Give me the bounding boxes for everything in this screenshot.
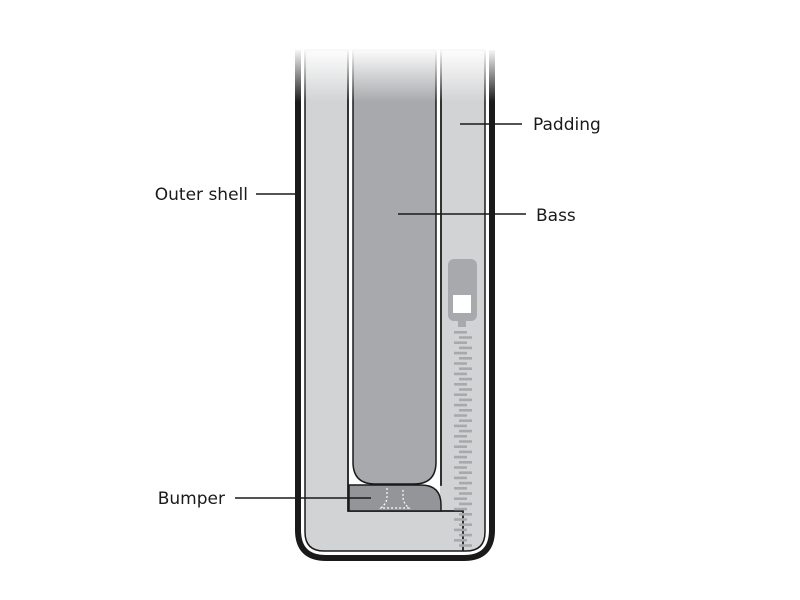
zipper-tooth [459, 471, 472, 474]
zipper-tooth [454, 331, 467, 334]
zipper-tooth [454, 497, 467, 500]
zipper-tooth [454, 403, 467, 407]
zipper-tooth [459, 513, 472, 516]
bass-body [352, 49, 437, 485]
zipper-tooth [454, 507, 467, 511]
bumper [348, 484, 442, 512]
zipper-tooth [459, 388, 472, 391]
zipper-tooth [459, 440, 472, 443]
zipper-tooth [454, 466, 467, 469]
zipper-tooth [454, 476, 467, 480]
outer-shell [295, 50, 495, 561]
bumper-label: Bumper [158, 489, 225, 509]
zipper-tooth [454, 341, 467, 344]
zipper-tooth [459, 419, 472, 422]
zipper-tooth [454, 372, 467, 376]
zipper-tooth [454, 414, 467, 417]
top-fade [290, 48, 500, 102]
zipper-tooth [454, 518, 467, 521]
zipper-tooth [459, 377, 472, 381]
zipper-tooth [459, 533, 472, 537]
zipper-pull-window [453, 295, 471, 313]
zipper-tooth [459, 502, 472, 506]
zipper-tooth [459, 346, 472, 350]
zipper-tooth [454, 435, 467, 438]
zipper-tooth [454, 351, 467, 355]
zipper-tooth [454, 362, 467, 365]
bass-label: Bass [536, 206, 576, 226]
zipper-tooth [459, 481, 472, 485]
zipper-tooth [454, 539, 467, 542]
zipper-tooth [454, 383, 467, 386]
zipper-tooth [454, 455, 467, 459]
zipper-tooth [454, 445, 467, 448]
zipper-tooth [459, 523, 472, 526]
zipper-teeth [454, 331, 472, 547]
zipper-tooth [454, 424, 467, 428]
zipper-tooth [459, 409, 472, 412]
zipper-tooth [454, 528, 467, 532]
zipper-tooth [459, 544, 472, 547]
zipper-tooth [459, 357, 472, 360]
zipper-tooth [459, 461, 472, 464]
zipper-tooth [459, 336, 472, 339]
zipper-tooth [454, 393, 467, 396]
padding-label: Padding [533, 115, 601, 135]
zipper-tooth [459, 429, 472, 433]
zipper-tooth [454, 487, 467, 490]
outer-shell-label: Outer shell [155, 185, 248, 205]
zipper-tooth [459, 450, 472, 454]
zipper-tooth [459, 367, 472, 370]
zipper-tooth [459, 398, 472, 402]
zipper-tooth [459, 492, 472, 495]
